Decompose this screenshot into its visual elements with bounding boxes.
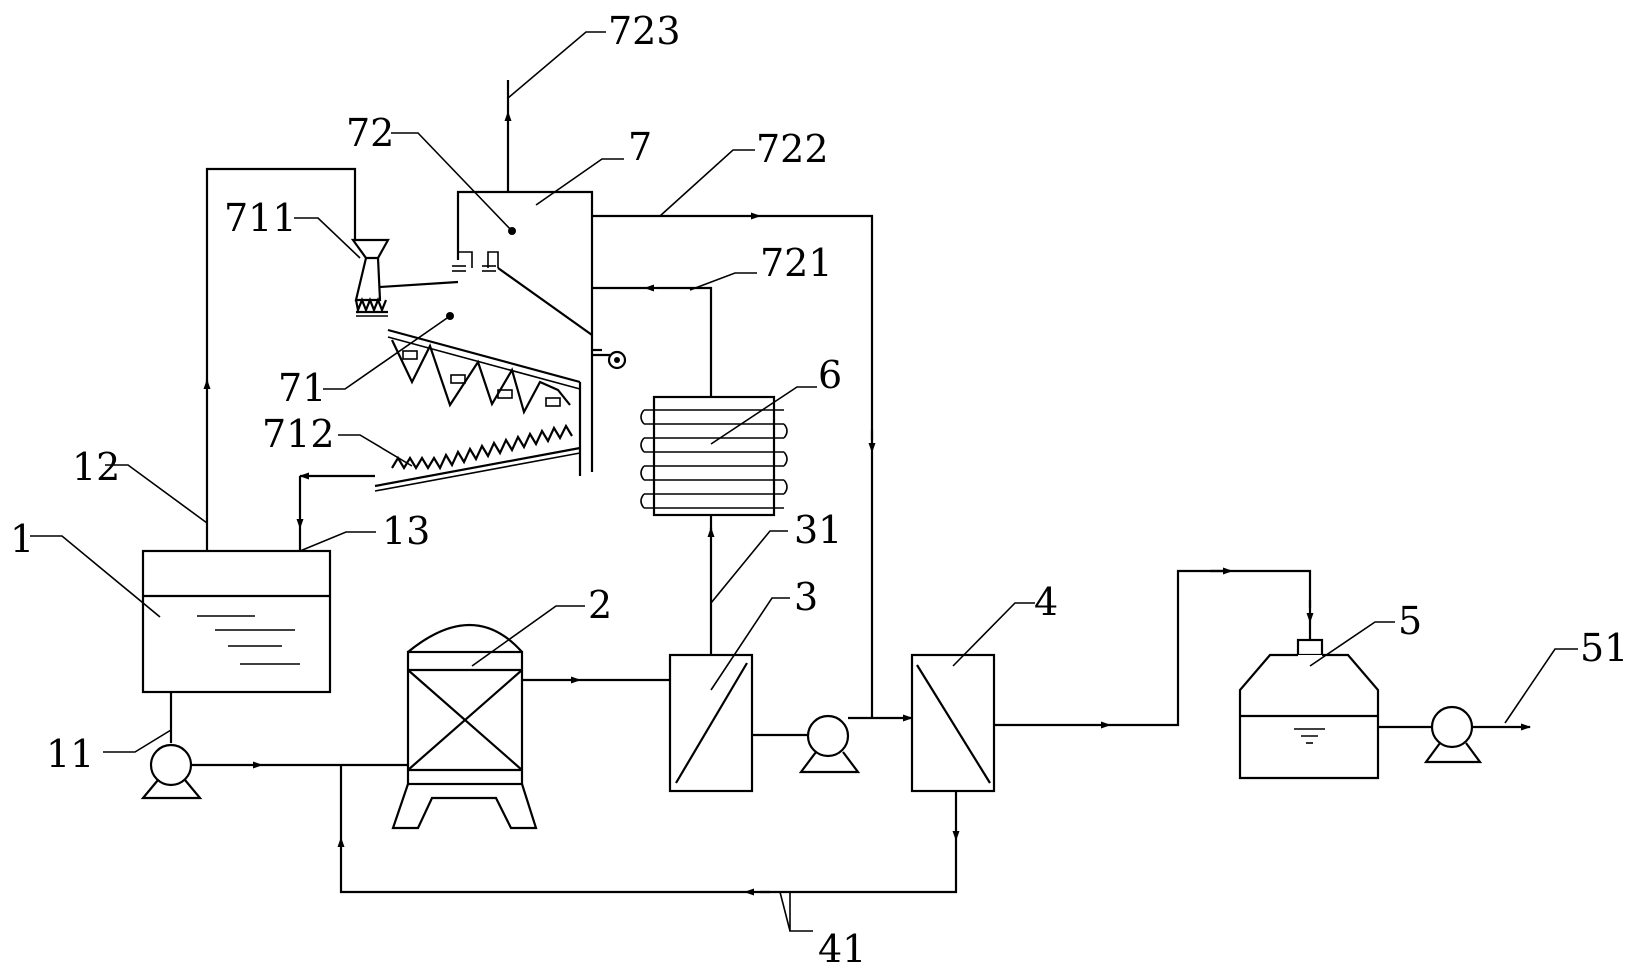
label-11: 11 [46, 732, 94, 776]
label-4: 4 [1034, 580, 1058, 624]
label-711: 711 [224, 196, 297, 240]
unit-3 [668, 653, 754, 793]
unit-4 [910, 653, 996, 793]
label-1: 1 [10, 517, 34, 561]
label-5: 5 [1398, 599, 1422, 643]
label-41: 41 [818, 927, 866, 971]
pump-11 [140, 692, 203, 800]
label-723: 723 [608, 9, 681, 53]
exchanger-6 [640, 395, 788, 517]
label-712: 712 [262, 412, 335, 456]
label-51: 51 [1580, 626, 1628, 670]
reactor-7 [452, 190, 627, 472]
label-71: 71 [278, 366, 326, 410]
tank-1 [141, 549, 332, 694]
labels: 1 11 12 13 2 3 4 5 51 31 41 6 7 72 711 7… [10, 9, 1628, 971]
vessel-2 [391, 623, 538, 830]
label-31: 31 [794, 508, 842, 552]
tank-5 [1238, 638, 1380, 780]
dryer-71 [387, 312, 582, 476]
label-3: 3 [794, 575, 818, 619]
label-722: 722 [756, 127, 829, 171]
pump-51 [1378, 705, 1483, 764]
label-2: 2 [588, 583, 612, 627]
label-6: 6 [818, 353, 842, 397]
screw-712 [374, 423, 581, 492]
feeder-711 [350, 238, 459, 317]
label-12: 12 [72, 445, 120, 489]
label-13: 13 [382, 509, 430, 553]
leader-lines [30, 31, 1578, 932]
process-lines [191, 80, 1531, 896]
label-72: 72 [346, 111, 394, 155]
label-721: 721 [760, 241, 833, 285]
label-7: 7 [628, 125, 652, 169]
pump-middle [752, 714, 861, 774]
